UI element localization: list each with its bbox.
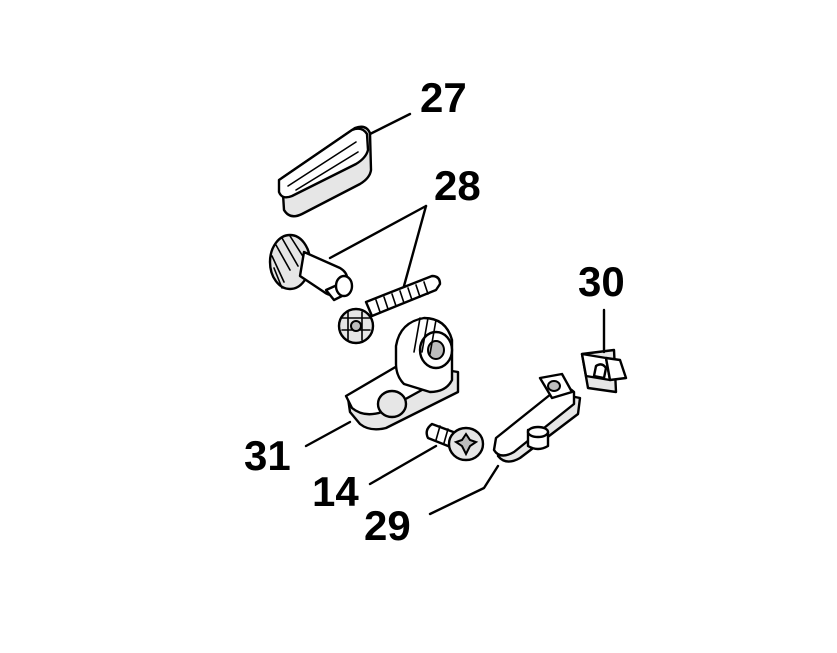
part-27-cover-icon [277, 125, 373, 218]
part-30-clip-icon [580, 348, 628, 394]
part-28-worm-gear-icon [268, 233, 354, 302]
part-28-spindle-icon [337, 274, 442, 345]
part-29-link-icon [492, 372, 582, 463]
part-31-lever-icon [344, 316, 460, 431]
leader-29 [428, 464, 500, 516]
leader-27 [368, 112, 412, 136]
callout-labels: 27 28 30 31 14 29 [244, 74, 625, 549]
leader-28-a [328, 204, 428, 260]
callout-29: 29 [364, 502, 411, 549]
leader-28-b [402, 204, 428, 288]
callout-14: 14 [312, 468, 359, 515]
leader-14 [368, 444, 438, 486]
callout-27: 27 [420, 74, 467, 121]
callout-31: 31 [244, 432, 291, 479]
leader-lines [304, 112, 606, 516]
callout-28: 28 [434, 162, 481, 209]
leader-31 [304, 420, 352, 448]
part-14-screw-icon [425, 422, 485, 462]
callout-30: 30 [578, 258, 625, 305]
